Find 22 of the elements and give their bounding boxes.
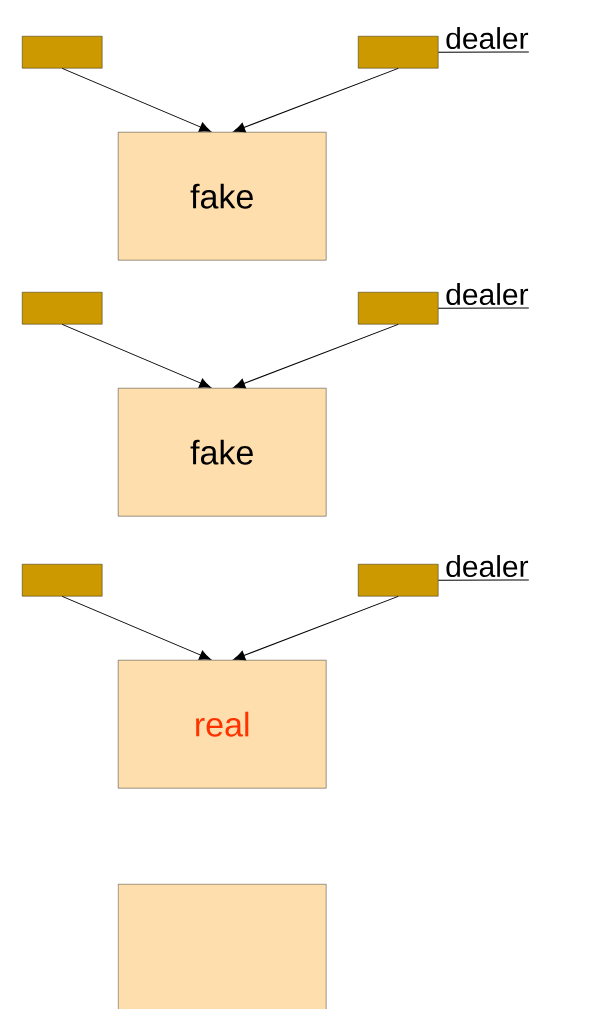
- box: fake: [118, 388, 327, 517]
- arrow: [233, 595, 399, 661]
- leader-line: [437, 307, 530, 309]
- bar-rectangle: [22, 36, 103, 69]
- arrow: [61, 67, 211, 132]
- bar-rectangle: [358, 292, 439, 325]
- dealer-label: dealer: [446, 27, 529, 50]
- bar-rectangle: [22, 292, 103, 325]
- bar-rectangle: [22, 564, 103, 597]
- dealer-label: dealer: [446, 555, 529, 578]
- leader-line: [437, 579, 530, 581]
- arrow: [233, 67, 399, 133]
- bar-rectangle: [358, 564, 439, 597]
- bar-rectangle: [358, 36, 439, 69]
- arrow: [61, 595, 211, 660]
- arrow: [61, 323, 211, 388]
- arrow: [233, 323, 399, 389]
- dealer-label: dealer: [446, 283, 529, 306]
- leader-line: [437, 51, 530, 53]
- box: [118, 884, 327, 1009]
- box: fake: [118, 132, 327, 261]
- box: real: [118, 660, 327, 789]
